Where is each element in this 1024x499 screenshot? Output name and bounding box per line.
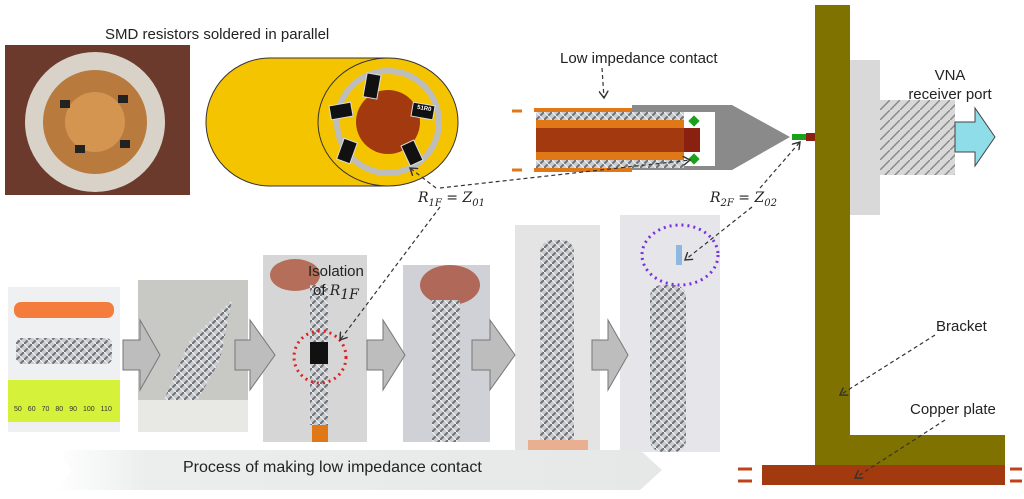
z2-symbol: Z bbox=[754, 190, 765, 206]
cylinder-diagram bbox=[205, 57, 459, 187]
r2-eq: = bbox=[733, 190, 755, 206]
ruler-tick: 60 bbox=[27, 406, 36, 413]
r1f-equation: R1F = Z01 bbox=[418, 190, 485, 209]
z2-sub: 02 bbox=[764, 197, 777, 209]
photo-step-3 bbox=[263, 255, 367, 442]
process-label: Process of making low impedance contact bbox=[183, 459, 482, 476]
ruler-tick: 90 bbox=[69, 406, 77, 413]
r2f-equation: R2F = Z02 bbox=[710, 190, 777, 209]
photo-step-5 bbox=[515, 225, 600, 450]
isolation-highlight-circle bbox=[292, 329, 348, 385]
r1-eq: = bbox=[441, 190, 463, 206]
ruler-tick: 100 bbox=[82, 406, 95, 413]
iso-symbol: R bbox=[329, 283, 341, 299]
ruler-tick: 80 bbox=[55, 406, 64, 413]
ruler-tick: 110 bbox=[100, 406, 112, 413]
ruler-tick: 50 bbox=[14, 406, 22, 413]
iso-sub: 1F bbox=[340, 287, 359, 303]
z1-symbol: Z bbox=[462, 190, 473, 206]
r2-sub: 2F bbox=[720, 197, 734, 209]
process-arrows bbox=[122, 318, 629, 392]
bracket bbox=[815, 5, 1005, 465]
low-impedance-label: Low impedance contact bbox=[560, 50, 718, 67]
vna-label-line2: receiver port bbox=[908, 86, 992, 103]
photo-step-1 bbox=[8, 287, 120, 432]
ruler-ticks: 50 60 70 80 90 100 110 bbox=[14, 406, 112, 413]
copper-plate-label: Copper plate bbox=[910, 401, 996, 418]
vna-label-line1: VNA bbox=[934, 67, 966, 84]
process-banner bbox=[55, 450, 662, 490]
process-photos bbox=[8, 215, 720, 452]
resistor-highlight-circle bbox=[640, 223, 720, 287]
leader-lines bbox=[340, 67, 946, 478]
r1-symbol: R bbox=[418, 190, 429, 206]
coax-contact-diagram bbox=[512, 105, 816, 172]
bracket-label: Bracket bbox=[936, 318, 987, 335]
isolation-label: Isolation of R1F bbox=[308, 262, 364, 305]
smd-title: SMD resistors soldered in parallel bbox=[105, 26, 330, 43]
photo-step-6 bbox=[620, 215, 720, 452]
copper-plate bbox=[738, 465, 1022, 485]
vna-receiver-port bbox=[850, 60, 996, 215]
isolation-line2: of bbox=[313, 282, 326, 299]
r1-sub: 1F bbox=[428, 197, 442, 209]
photo-step-4 bbox=[403, 265, 490, 442]
vna-label: VNA receiver port bbox=[900, 66, 1000, 104]
photo-cable-end bbox=[5, 45, 190, 195]
isolation-line1: Isolation bbox=[308, 263, 364, 280]
z1-sub: 01 bbox=[472, 197, 485, 209]
r2-symbol: R bbox=[710, 190, 721, 206]
ruler-tick: 70 bbox=[41, 406, 50, 413]
